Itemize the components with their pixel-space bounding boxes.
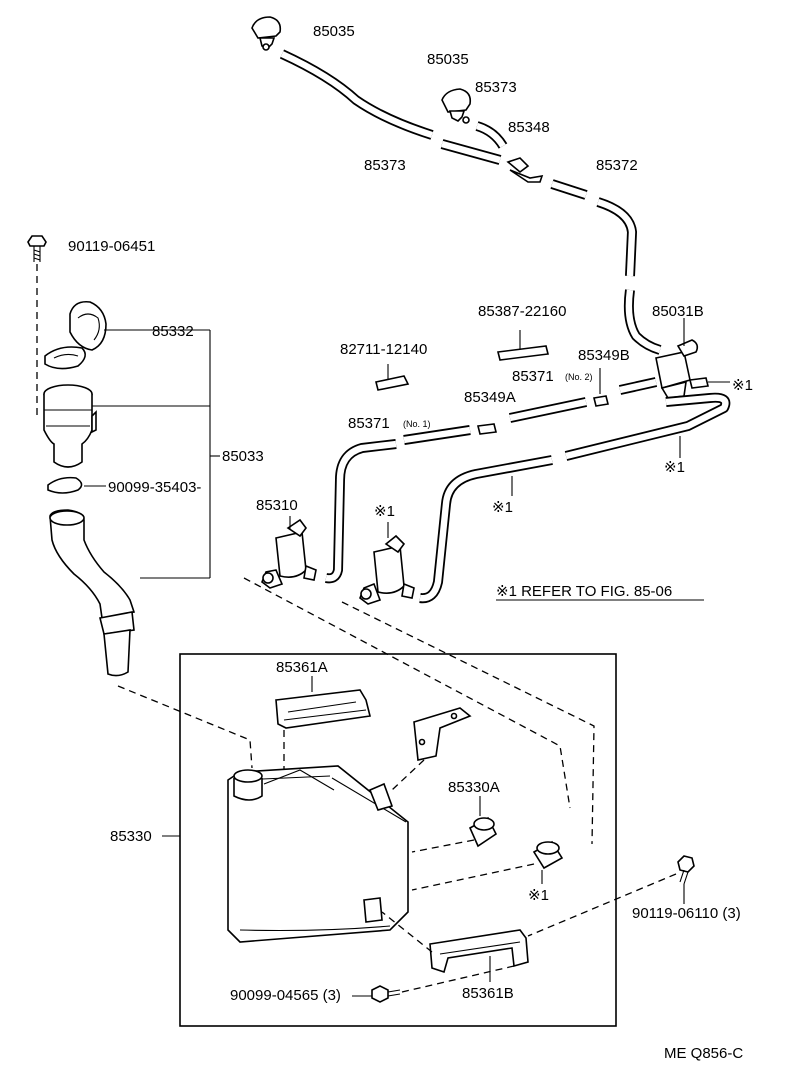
label-82711-12140: 82711-12140: [340, 341, 427, 358]
grommet-85330a: [468, 796, 498, 848]
refer-note: ※1 REFER TO FIG. 85-06: [496, 583, 672, 600]
inlet-hose: [49, 509, 136, 677]
label-85330a: 85330A: [448, 779, 500, 796]
tank-85330: [227, 765, 409, 943]
clamp-90099-35403: [47, 476, 83, 494]
label-85349a: 85349A: [464, 389, 516, 406]
label-ref-1-pump: ※1: [374, 503, 395, 520]
hose-85371-no1-long: [325, 439, 397, 584]
joint-85349b: [593, 368, 609, 407]
label-90119-06110: 90119-06110 (3): [632, 905, 741, 922]
label-85373-top: 85373: [475, 79, 517, 96]
label-85361a: 85361A: [276, 659, 328, 676]
hose-85371-no2: [508, 397, 588, 423]
label-85348: 85348: [508, 119, 550, 136]
hose-85373-upper: [279, 49, 434, 140]
label-85371-no1: 85371: [348, 415, 390, 432]
hose-85372: [596, 197, 637, 277]
grommet-ref: [532, 840, 564, 884]
label-85332: 85332: [152, 323, 194, 340]
label-ref-1-hose-right: ※1: [664, 459, 685, 476]
clip-82711-12140: [375, 364, 410, 391]
filler-neck: [43, 384, 97, 468]
nozzle-right: [441, 88, 472, 124]
label-ref-1-grommet: ※1: [528, 887, 549, 904]
hose-short-valve: [618, 377, 658, 395]
tank-assembly-box: [179, 653, 617, 1027]
pump-85310: [261, 516, 317, 589]
inlet-group-bracket: [92, 329, 220, 579]
clip-85387-22160: [497, 330, 549, 361]
valve-85031b: [655, 318, 699, 399]
label-85035-left: 85035: [313, 23, 355, 40]
joint-valve-right: [689, 377, 730, 389]
label-85372: 85372: [596, 157, 638, 174]
label-85371-no1-note: (No. 1): [403, 419, 431, 429]
bracket-upper-right: [413, 707, 472, 761]
label-85371-no2-note: (No. 2): [565, 372, 593, 382]
label-85033: 85033: [222, 448, 264, 465]
bolt-top: [27, 235, 47, 262]
figure-code: ME Q856-C: [664, 1045, 743, 1062]
hose-segment-right: [550, 179, 588, 200]
pump-ref: [359, 522, 415, 605]
bracket-85361b: [429, 929, 529, 982]
bolt-bottom: [371, 985, 401, 1003]
label-85330: 85330: [110, 828, 152, 845]
label-85371-no2: 85371: [512, 368, 554, 385]
hose-85371-no1: [403, 425, 471, 445]
hose-85373-short: [475, 121, 508, 149]
label-85349b: 85349B: [578, 347, 630, 364]
hose-valve-upper: [623, 289, 662, 355]
label-ref-1-hose-center: ※1: [492, 499, 513, 516]
hose-center-long: [419, 455, 553, 604]
bracket-85361a: [275, 676, 371, 729]
label-85361b: 85361B: [462, 985, 514, 1002]
hose-segment-mid: [440, 139, 502, 165]
hose-right-long: [564, 392, 731, 461]
label-90099-04565: 90099-04565 (3): [230, 987, 341, 1004]
bolt-right: [677, 855, 695, 885]
label-90099-35403: 90099-35403-: [108, 479, 201, 496]
label-85031b: 85031B: [652, 303, 704, 320]
label-ref-1-valve: ※1: [732, 377, 753, 394]
label-85035-right: 85035: [427, 51, 469, 68]
label-85387-22160: 85387-22160: [478, 303, 566, 320]
label-85310: 85310: [256, 497, 298, 514]
label-90119-06451: 90119-06451: [68, 238, 155, 255]
nozzle-left: [251, 16, 282, 51]
cap-85332: [44, 300, 107, 370]
joint-85348: [506, 157, 544, 183]
label-85373-left: 85373: [364, 157, 406, 174]
joint-85349a: [477, 423, 497, 435]
